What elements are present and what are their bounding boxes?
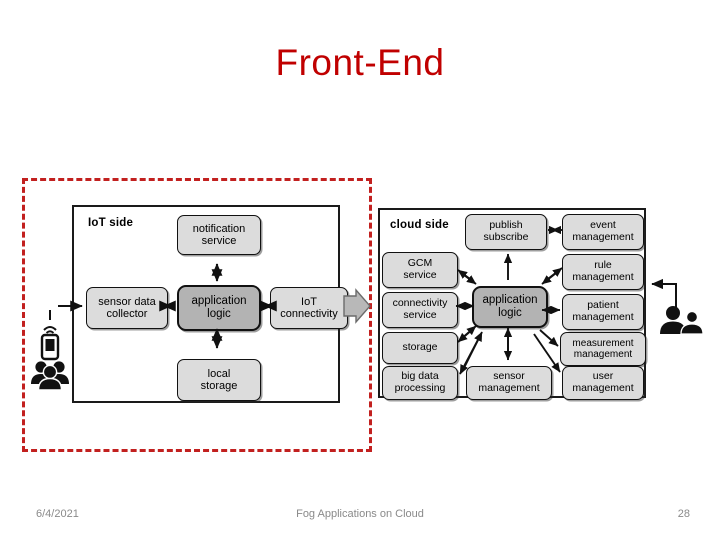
node-publish-subscribe[interactable]: publish subscribe [465, 214, 547, 250]
node-measurement-management[interactable]: measurement management [560, 332, 646, 366]
node-iot-connectivity[interactable]: IoT connectivity [270, 287, 348, 329]
node-user-management[interactable]: user management [562, 366, 644, 400]
node-patient-management[interactable]: patient management [562, 294, 644, 330]
node-notification-service[interactable]: notification service [177, 215, 261, 255]
node-connectivity-service[interactable]: connectivity service [382, 292, 458, 328]
iot-side-label: IoT side [88, 217, 134, 229]
node-local-storage[interactable]: local storage [177, 359, 261, 401]
footer-date: 6/4/2021 [36, 508, 79, 520]
node-rule-management[interactable]: rule management [562, 254, 644, 290]
slide-footer: 6/4/2021 Fog Applications on Cloud 28 [0, 494, 720, 540]
node-iot-application-logic[interactable]: application logic [177, 285, 261, 331]
architecture-diagram: IoT side notification service sensor dat… [0, 160, 720, 470]
node-storage[interactable]: storage [382, 332, 458, 364]
footer-page-number: 28 [677, 508, 690, 520]
node-cloud-application-logic[interactable]: application logic [472, 286, 548, 328]
users-pair-icon [660, 306, 704, 335]
node-event-management[interactable]: event management [562, 214, 644, 250]
cloud-side-panel: cloud side publish subscribe event manag… [378, 208, 646, 400]
cloud-side-label: cloud side [390, 219, 449, 231]
node-gcm-service[interactable]: GCM service [382, 252, 458, 288]
node-big-data-processing[interactable]: big data processing [382, 366, 458, 400]
iot-side-panel: IoT side notification service sensor dat… [72, 205, 348, 403]
node-sensor-management[interactable]: sensor management [466, 366, 552, 400]
node-sensor-data-collector[interactable]: sensor data collector [86, 287, 168, 329]
page-title: Front-End [275, 42, 445, 83]
footer-title: Fog Applications on Cloud [296, 508, 424, 520]
